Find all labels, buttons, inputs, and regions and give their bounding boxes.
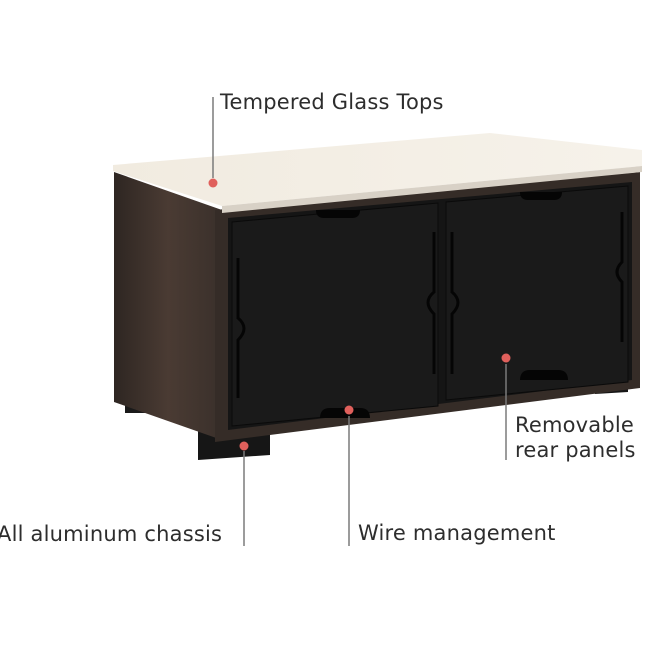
panels-dot xyxy=(501,353,511,363)
glass-top-edge xyxy=(222,166,642,213)
callout-dots xyxy=(208,178,511,451)
glass-tops-label: Tempered Glass Tops xyxy=(220,90,444,114)
wire-dot xyxy=(344,405,354,415)
cable-cutout xyxy=(316,210,360,218)
rear-panel-left xyxy=(231,202,439,427)
removable-panels-label-line1: Removable xyxy=(515,413,635,437)
chassis-label: All aluminum chassis xyxy=(0,522,223,546)
removable-panels-label-line2: rear panels xyxy=(515,438,636,462)
rear-panel-right xyxy=(445,185,629,401)
glass-top xyxy=(113,133,642,206)
cable-cutout xyxy=(520,192,562,200)
cable-cutout xyxy=(320,408,370,418)
cable-cutout xyxy=(520,370,568,380)
panel-handles xyxy=(236,212,624,398)
chassis-dot xyxy=(239,441,249,451)
callout-lines xyxy=(212,97,507,546)
wire-management-label: Wire management xyxy=(358,521,556,545)
glass-dot xyxy=(208,178,218,188)
side-panel xyxy=(114,172,222,440)
